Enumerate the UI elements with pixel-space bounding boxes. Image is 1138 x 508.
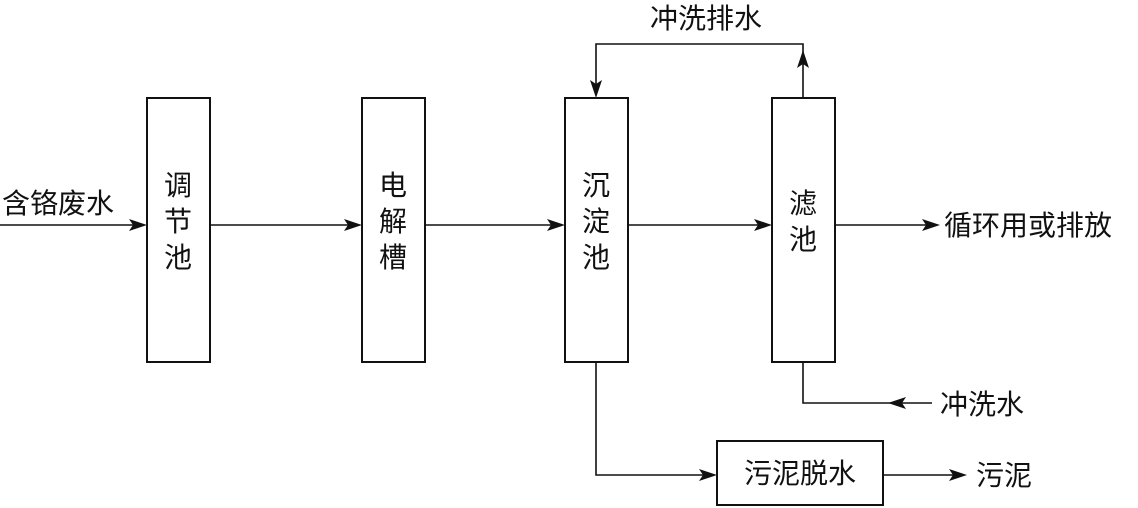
output-recycle-discharge-label: 循环用或排放 <box>944 209 1112 242</box>
arrowhead-icon <box>590 80 602 98</box>
adjust-tank-node: 调 节 池 <box>146 97 211 363</box>
flow-sludge-line <box>595 362 705 476</box>
arrowhead-icon <box>949 469 967 481</box>
flow-lines <box>0 43 967 481</box>
arrowhead-icon <box>699 469 717 481</box>
arrowhead-icon <box>547 219 565 231</box>
electrolytic-cell-char-2: 解 <box>379 205 407 238</box>
arrowhead-icon <box>129 219 147 231</box>
electrolytic-cell-char-3: 槽 <box>379 241 407 274</box>
backwash-drain-label: 冲洗排水 <box>650 2 762 35</box>
electrolytic-cell-char-1: 电 <box>379 169 407 202</box>
filter-tank-char-1: 滤 <box>789 187 817 220</box>
arrowhead-icon <box>922 219 940 231</box>
sludge-dewatering-node: 污泥脱水 <box>716 440 884 506</box>
arrowhead-icon <box>888 397 906 409</box>
adjust-tank-char-3: 池 <box>164 241 192 274</box>
adjust-tank-char-2: 节 <box>164 205 192 238</box>
sedimentation-tank-node: 沉 淀 池 <box>564 97 629 363</box>
sludge-dewatering-label: 污泥脱水 <box>744 457 856 490</box>
wash-water-label: 冲洗水 <box>940 388 1024 421</box>
arrowhead-icon <box>344 219 362 231</box>
input-wastewater-label: 含铬废水 <box>2 187 114 220</box>
sedimentation-tank-char-2: 淀 <box>582 205 610 238</box>
arrowhead-icon <box>797 50 809 68</box>
sedimentation-tank-char-3: 池 <box>582 241 610 274</box>
filter-tank-node: 滤 池 <box>771 97 836 363</box>
flow-backwash-drain-line <box>595 43 804 98</box>
adjust-tank-char-1: 调 <box>164 169 192 202</box>
arrowhead-icon <box>754 219 772 231</box>
sedimentation-tank-char-1: 沉 <box>582 169 610 202</box>
filter-tank-char-2: 池 <box>789 223 817 256</box>
sludge-output-label: 污泥 <box>976 459 1032 492</box>
flow-wash-water-line <box>802 362 932 404</box>
electrolytic-cell-node: 电 解 槽 <box>361 97 426 363</box>
